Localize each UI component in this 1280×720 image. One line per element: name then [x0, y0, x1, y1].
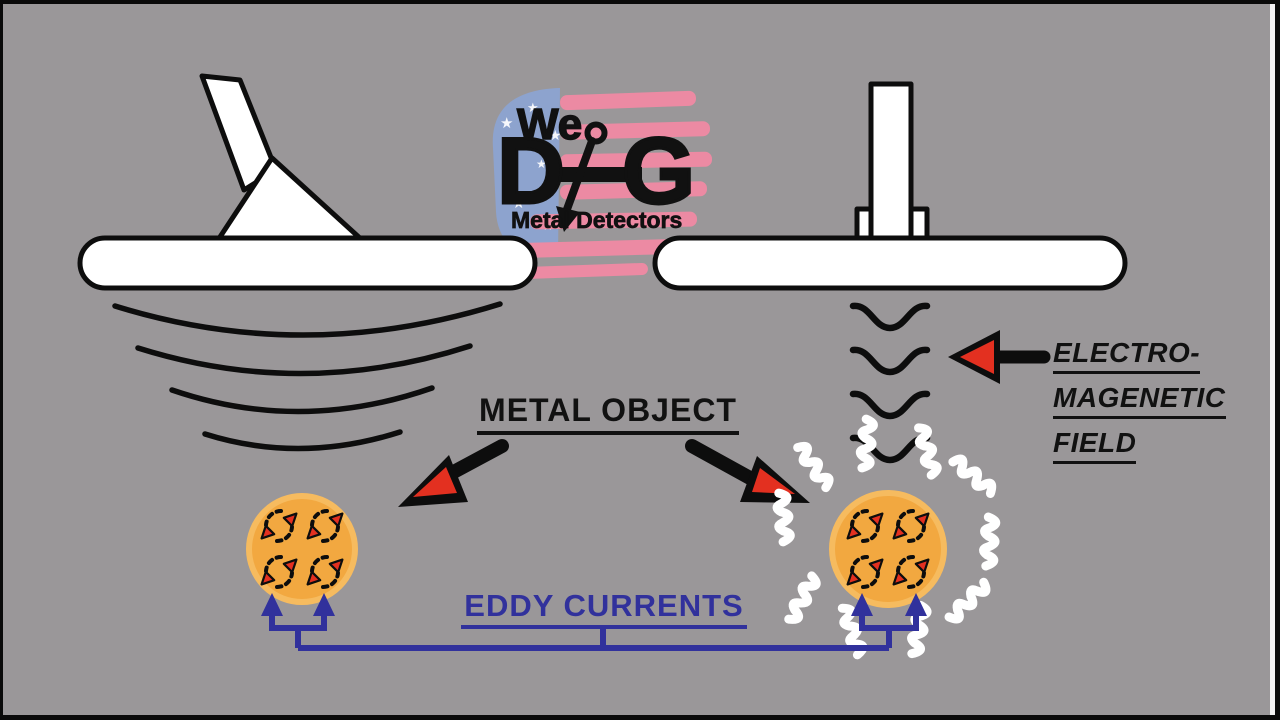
- logo-letter-d: D: [496, 118, 567, 223]
- squiggle-icon: [795, 443, 832, 489]
- metal-object-circle: [246, 493, 358, 605]
- metal-object-pointer-left: [398, 439, 509, 507]
- frame-edge-top: [0, 0, 1280, 4]
- frame-edge-left: [0, 0, 3, 720]
- left-detector-coil: [77, 235, 538, 291]
- frame-edge-right: [1275, 0, 1280, 720]
- logo-word-we: We: [516, 99, 583, 150]
- metal-object-left-target: [246, 493, 358, 605]
- metal-object-label-text: METAL OBJECT: [477, 392, 739, 435]
- metal-object-circle: [829, 490, 947, 608]
- eddy-currents-label: EDDY CURRENTS: [448, 588, 760, 629]
- right-detector-coil: [652, 235, 1128, 291]
- frame-edge-bottom: [0, 715, 1280, 720]
- em-field-label: ELECTRO- MAGENETIC FIELD: [1053, 337, 1226, 472]
- em-field-pointer-arrow: [948, 330, 1051, 384]
- star-icon: ★: [527, 101, 539, 116]
- squiggle-icon: [916, 426, 939, 476]
- right-edge-artifact: [1270, 0, 1275, 720]
- star-icon: ★: [512, 194, 525, 212]
- em-field-line1: ELECTRO-: [1053, 337, 1201, 374]
- em-field-line3: FIELD: [1053, 427, 1137, 464]
- star-icon: ★: [500, 114, 513, 132]
- metal-object-label: METAL OBJECT: [462, 392, 754, 435]
- em-field-line2: MAGENETIC: [1053, 382, 1226, 419]
- flag-stripes: [505, 90, 713, 280]
- logo-tagline: Metal Detectors: [511, 207, 683, 234]
- squiggle-icon: [947, 580, 989, 622]
- logo-letter-g: G: [620, 118, 696, 223]
- squiggle-icon: [786, 575, 819, 623]
- metal-object-right-target: [829, 490, 947, 608]
- up-arrow-icon: [905, 593, 927, 616]
- right-detector: [652, 81, 1128, 291]
- star-icon: ★: [503, 157, 517, 176]
- up-arrow-icon: [313, 593, 335, 616]
- star-icon: ★: [549, 128, 562, 144]
- eddy-connector: [261, 593, 927, 651]
- up-arrow-icon: [851, 593, 873, 616]
- eddy-currents-label-text: EDDY CURRENTS: [461, 588, 747, 629]
- eddy-arrowheads: [261, 593, 927, 616]
- star-icon: ★: [536, 157, 547, 171]
- squiggle-icon: [859, 419, 874, 469]
- squiggle-icon: [983, 517, 997, 567]
- transmit-field-arcs: [112, 301, 503, 452]
- logo-flag-background: ★ ★ ★ ★ ★ ★ ★ ★: [492, 88, 713, 280]
- up-arrow-icon: [261, 593, 283, 616]
- squiggle-icon: [951, 456, 996, 496]
- shovel-icon: [556, 121, 608, 232]
- left-detector: [77, 73, 538, 291]
- right-detector-shaft: [868, 81, 914, 244]
- metal-object-pointer-right: [685, 439, 810, 503]
